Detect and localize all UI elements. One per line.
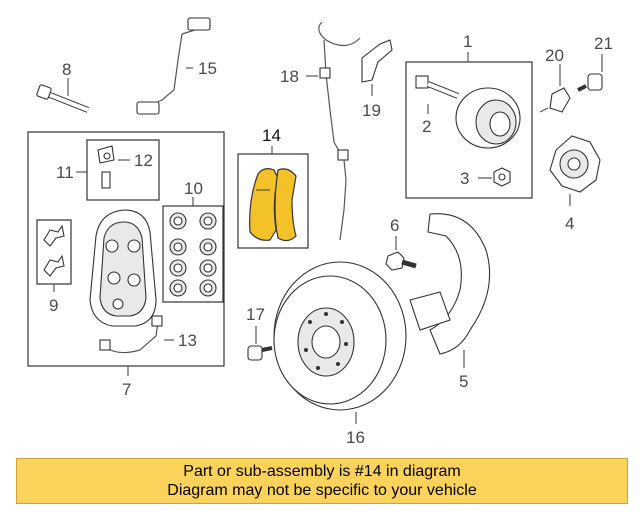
callout-3: 3	[460, 169, 469, 188]
callout-2: 2	[422, 117, 431, 136]
callout-14: 14	[262, 126, 281, 145]
bolt-part-8[interactable]	[36, 84, 90, 113]
banner-line-2: Diagram may not be specific to your vehi…	[167, 482, 477, 499]
hub-nut-part-3[interactable]	[493, 167, 511, 187]
brake-pad-part-14[interactable]	[249, 168, 297, 242]
parts-diagram: 15 8 7 12 11 9 10	[27, 17, 613, 447]
callout-12: 12	[134, 151, 153, 170]
brake-line-part-15[interactable]	[136, 17, 211, 115]
callout-18: 18	[280, 67, 299, 86]
bleeder-part-12[interactable]	[97, 145, 115, 189]
wheel-hub-part-4[interactable]	[549, 135, 601, 193]
callout-6: 6	[390, 216, 399, 235]
brake-hose-part-13[interactable]	[99, 315, 163, 354]
sensor-part-20[interactable]	[539, 87, 571, 113]
brake-pad-box	[237, 153, 309, 249]
caliper-assembly-box	[27, 131, 225, 367]
clip-part-9[interactable]	[43, 224, 65, 277]
screw-part-17[interactable]	[247, 345, 273, 361]
callout-4: 4	[565, 214, 574, 233]
callout-17: 17	[246, 305, 265, 324]
bracket-part-19[interactable]	[361, 39, 393, 83]
caliper-body[interactable]	[89, 209, 157, 327]
splash-shield-part-5[interactable]	[409, 213, 491, 355]
bolt-part-6[interactable]	[385, 251, 417, 271]
callout-8: 8	[62, 60, 71, 79]
callout-21: 21	[594, 34, 613, 53]
brake-rotor-part-16[interactable]	[273, 261, 407, 411]
callout-1: 1	[463, 32, 472, 51]
callout-16: 16	[346, 428, 365, 447]
bleeder-box	[86, 139, 160, 201]
callout-7: 7	[122, 380, 131, 399]
clip-box	[36, 219, 72, 285]
callout-13: 13	[178, 331, 197, 350]
callout-9: 9	[49, 296, 58, 315]
callout-11: 11	[56, 163, 74, 182]
info-banner: Part or sub-assembly is #14 in diagram D…	[16, 458, 628, 504]
hub-bearing[interactable]	[455, 87, 521, 149]
callout-10: 10	[184, 179, 203, 198]
banner-line-1: Part or sub-assembly is #14 in diagram	[183, 463, 461, 480]
hub-bolt-part-2[interactable]	[415, 75, 460, 99]
callout-5: 5	[459, 372, 468, 391]
screw-part-21[interactable]	[577, 73, 603, 92]
brake-line-part-18[interactable]	[318, 21, 361, 241]
callout-19: 19	[362, 101, 381, 120]
callout-15: 15	[198, 59, 217, 78]
piston-set-part-10[interactable]	[169, 212, 217, 297]
callout-20: 20	[545, 46, 564, 65]
hub-assembly-box	[405, 61, 533, 199]
